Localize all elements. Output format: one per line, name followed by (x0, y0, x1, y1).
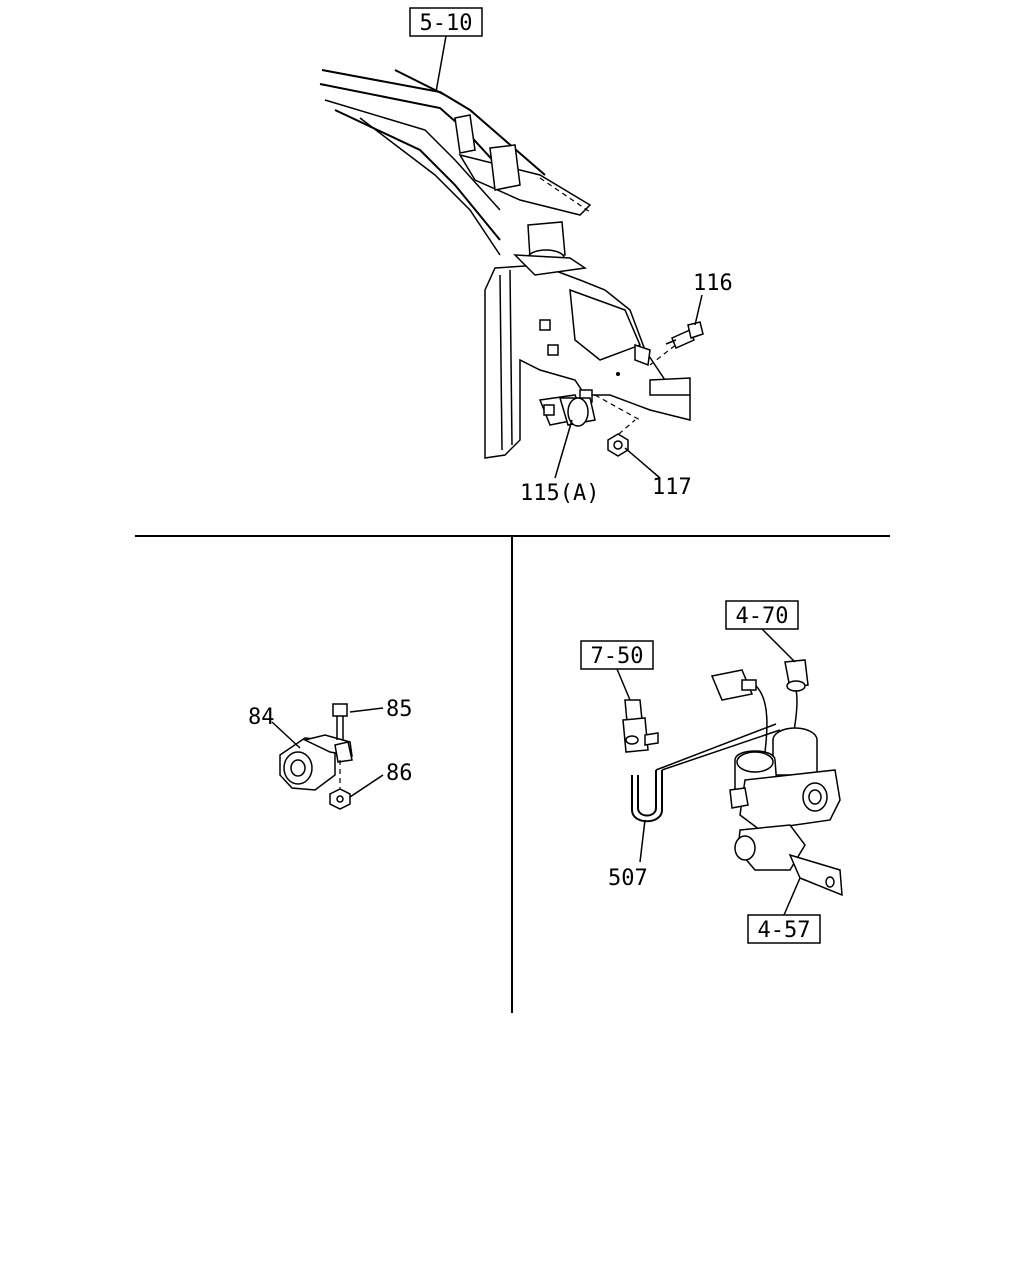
ref-7-50: 7-50 (591, 644, 644, 669)
bolt-116 (665, 321, 704, 350)
ref-box-4-70 (725, 600, 799, 630)
callout-115a: 115(A) (520, 481, 599, 506)
sensor-115a (538, 394, 596, 427)
callout-85: 85 (386, 697, 413, 722)
lower-left-callouts: 84 85 86 (248, 697, 413, 798)
ref-5-10: 5-10 (420, 11, 473, 36)
callout-116: 116 (693, 271, 733, 296)
valve-body-4-57 (729, 727, 843, 897)
tee-fitting-7-50 (622, 699, 659, 753)
nut-86 (329, 788, 351, 810)
callout-84: 84 (248, 705, 275, 730)
frame-bracket-assembly (319, 69, 691, 459)
lower-right-callouts: 4-70 7-50 507 4-57 (580, 600, 821, 944)
nut-117 (607, 433, 629, 457)
top-callouts: 5-10 116 115(A) 117 (409, 7, 733, 506)
ref-box-5-10 (409, 7, 483, 37)
callout-86: 86 (386, 761, 413, 786)
actuator-84 (279, 734, 353, 791)
bolt-85 (332, 703, 348, 740)
callout-117: 117 (652, 475, 692, 500)
ref-4-57: 4-57 (758, 918, 811, 943)
ref-box-4-57 (747, 914, 821, 944)
callout-507: 507 (608, 866, 648, 891)
ref-box-7-50 (580, 640, 654, 670)
ref-4-70: 4-70 (736, 604, 789, 629)
u-tube-507 (631, 723, 781, 823)
